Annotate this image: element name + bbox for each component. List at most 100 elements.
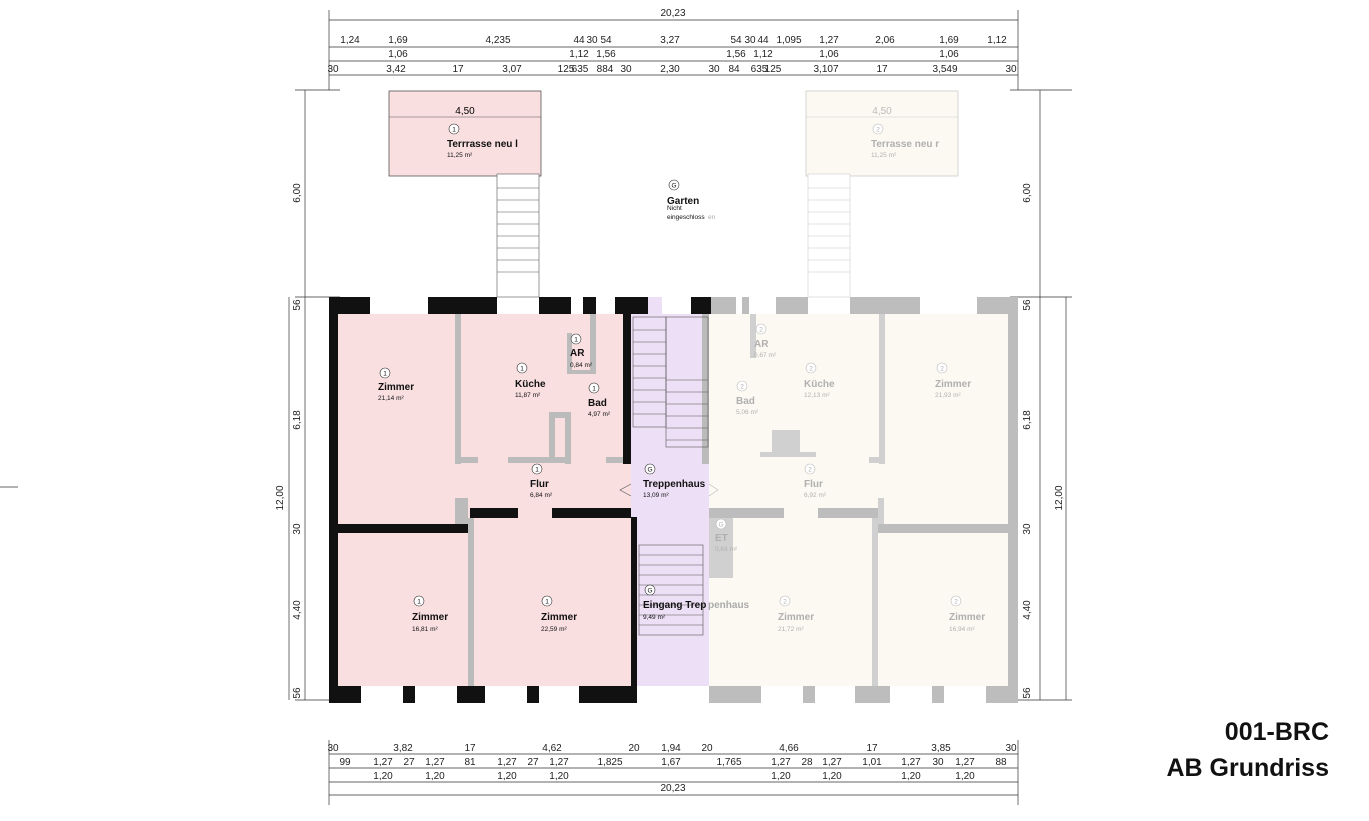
- svg-text:2: 2: [954, 599, 958, 606]
- dim-left-part: 56: [292, 687, 303, 699]
- svg-text:12,13 m²: 12,13 m²: [804, 392, 830, 399]
- dim-top-r3: 3,549: [932, 64, 957, 75]
- dim-bot-r3: 1,20: [822, 771, 842, 782]
- svg-text:Zimmer: Zimmer: [949, 612, 985, 623]
- svg-text:2: 2: [876, 127, 880, 134]
- svg-text:0,67 m²: 0,67 m²: [754, 352, 777, 359]
- room-zimmer-6: 2 Zimmer 16,94 m²: [949, 595, 985, 633]
- dim-right-part: 56: [1022, 687, 1033, 699]
- svg-text:1: 1: [574, 337, 578, 344]
- dim-right-part: 56: [1022, 299, 1033, 311]
- svg-text:2: 2: [809, 366, 813, 373]
- svg-text:AR: AR: [754, 339, 769, 350]
- svg-text:Terrrasse neu l: Terrrasse neu l: [447, 139, 518, 150]
- dim-top-r1: 1,69: [388, 35, 408, 46]
- bottom-dimension-chains: [328, 740, 1019, 805]
- svg-text:1: 1: [592, 386, 596, 393]
- room-zimmer-1: 1 Zimmer 21,14 m²: [378, 367, 414, 402]
- room-ar-2: 2 AR 0,67 m²: [754, 323, 777, 359]
- dim-right-garden: 6,00: [1022, 183, 1033, 203]
- side-dim-labels: 6,00 6,00 12,00 12,00 56 6,18 30 4,40 56…: [275, 183, 1065, 699]
- dim-top-r1: 1,095: [776, 35, 801, 46]
- svg-text:4,50: 4,50: [455, 106, 475, 117]
- svg-text:21,14 m²: 21,14 m²: [378, 395, 404, 402]
- svg-text:6,84 m²: 6,84 m²: [530, 492, 553, 499]
- svg-text:1: 1: [545, 599, 549, 606]
- svg-text:Nicht: Nicht: [667, 205, 682, 212]
- dim-top-r3: 3,107: [813, 64, 838, 75]
- dim-bot-r2: 30: [932, 757, 944, 768]
- svg-text:2: 2: [740, 384, 744, 391]
- dim-bot-r2: 1,67: [661, 757, 681, 768]
- dim-bot-r3: 1,20: [901, 771, 921, 782]
- dim-top-r3: 84: [728, 64, 740, 75]
- room-zimmer-2: 1 Zimmer 16,81 m²: [412, 595, 448, 633]
- dim-left-part: 6,18: [292, 410, 303, 430]
- svg-text:Zimmer: Zimmer: [378, 382, 414, 393]
- dim-left-total: 12,00: [275, 485, 286, 510]
- dim-bot-r2: 1,27: [771, 757, 791, 768]
- room-garten: G Garten Nicht eingeschloss en: [667, 179, 716, 221]
- dim-top-r3: 30: [327, 64, 339, 75]
- svg-text:2: 2: [940, 366, 944, 373]
- room-bad-2: 2 Bad 5,06 m²: [736, 380, 759, 416]
- dim-top-r3: 125: [558, 64, 575, 75]
- dim-top-r1: 54: [600, 35, 612, 46]
- terrace-right: 4,50: [805, 90, 959, 177]
- unit-right-floor: [709, 314, 1008, 686]
- svg-text:1: 1: [383, 371, 387, 378]
- dim-bot-r1: 30: [1005, 743, 1017, 754]
- svg-text:G: G: [718, 522, 723, 529]
- svg-text:9,49 m²: 9,49 m²: [643, 614, 666, 621]
- dim-bot-r2: 1,27: [373, 757, 393, 768]
- room-terrasse-left: 1 Terrrasse neu l 11,25 m²: [447, 123, 518, 159]
- dim-top-r3: 884: [597, 64, 614, 75]
- dim-bot-r1: 20: [701, 743, 713, 754]
- svg-text:G: G: [647, 467, 652, 474]
- dim-top-r1: 1,27: [819, 35, 839, 46]
- terrace-left: 4,50: [388, 90, 542, 177]
- dim-left-part: 56: [292, 299, 303, 311]
- dim-bot-r2: 81: [464, 757, 476, 768]
- dim-bot-r2: 27: [403, 757, 415, 768]
- dim-top-r2: 1,12: [569, 49, 589, 60]
- dim-top-r2: 1,56: [596, 49, 616, 60]
- walls-right: [709, 297, 1018, 703]
- walls-left: [329, 297, 648, 703]
- svg-text:11,25 m²: 11,25 m²: [447, 152, 473, 159]
- svg-text:eingeschloss: eingeschloss: [667, 214, 705, 221]
- stairwell-floor: [631, 314, 709, 686]
- room-zimmer-4: 2 Zimmer 21,93 m²: [935, 362, 971, 399]
- svg-text:Zimmer: Zimmer: [541, 612, 577, 623]
- dim-top-r2: 1,06: [939, 49, 959, 60]
- svg-text:4,50: 4,50: [872, 106, 892, 117]
- dim-bot-r3: 1,20: [955, 771, 975, 782]
- dim-top-r1: 30: [586, 35, 598, 46]
- dim-top-r3: 2,30: [660, 64, 680, 75]
- svg-text:Küche: Küche: [804, 379, 835, 390]
- room-zimmer-5: 2 Zimmer 21,72 m²: [778, 595, 814, 633]
- dim-bot-r2: 99: [339, 757, 351, 768]
- dim-top-r3: 30: [620, 64, 632, 75]
- dim-bot-r1: 20: [628, 743, 640, 754]
- svg-text:2: 2: [759, 327, 763, 334]
- svg-text:1: 1: [452, 127, 456, 134]
- plan-name: AB Grundriss: [1166, 754, 1329, 782]
- dim-bot-r1: 3,82: [393, 743, 413, 754]
- dim-top-r1: 30: [744, 35, 756, 46]
- bottom-dim-labels: 30 3,82 17 4,62 20 1,94 20 4,66 17 3,85 …: [327, 743, 1017, 794]
- dim-bot-r2: 1,27: [955, 757, 975, 768]
- dim-bot-r1: 3,85: [931, 743, 951, 754]
- dim-bot-r1: 1,94: [661, 743, 681, 754]
- svg-text:1: 1: [535, 467, 539, 474]
- dim-bot-r2: 1,01: [862, 757, 882, 768]
- svg-text:6,92 m²: 6,92 m²: [804, 492, 827, 499]
- dim-bot-r2: 1,27: [425, 757, 445, 768]
- room-treppenhaus: G Treppenhaus 13,09 m²: [643, 463, 706, 499]
- dim-top-r1: 2,06: [875, 35, 895, 46]
- garden-stair-right: [807, 173, 851, 298]
- dim-bot-r2: 1,27: [549, 757, 569, 768]
- dim-top-r1: 54: [730, 35, 742, 46]
- svg-text:Garten: Garten: [667, 196, 699, 207]
